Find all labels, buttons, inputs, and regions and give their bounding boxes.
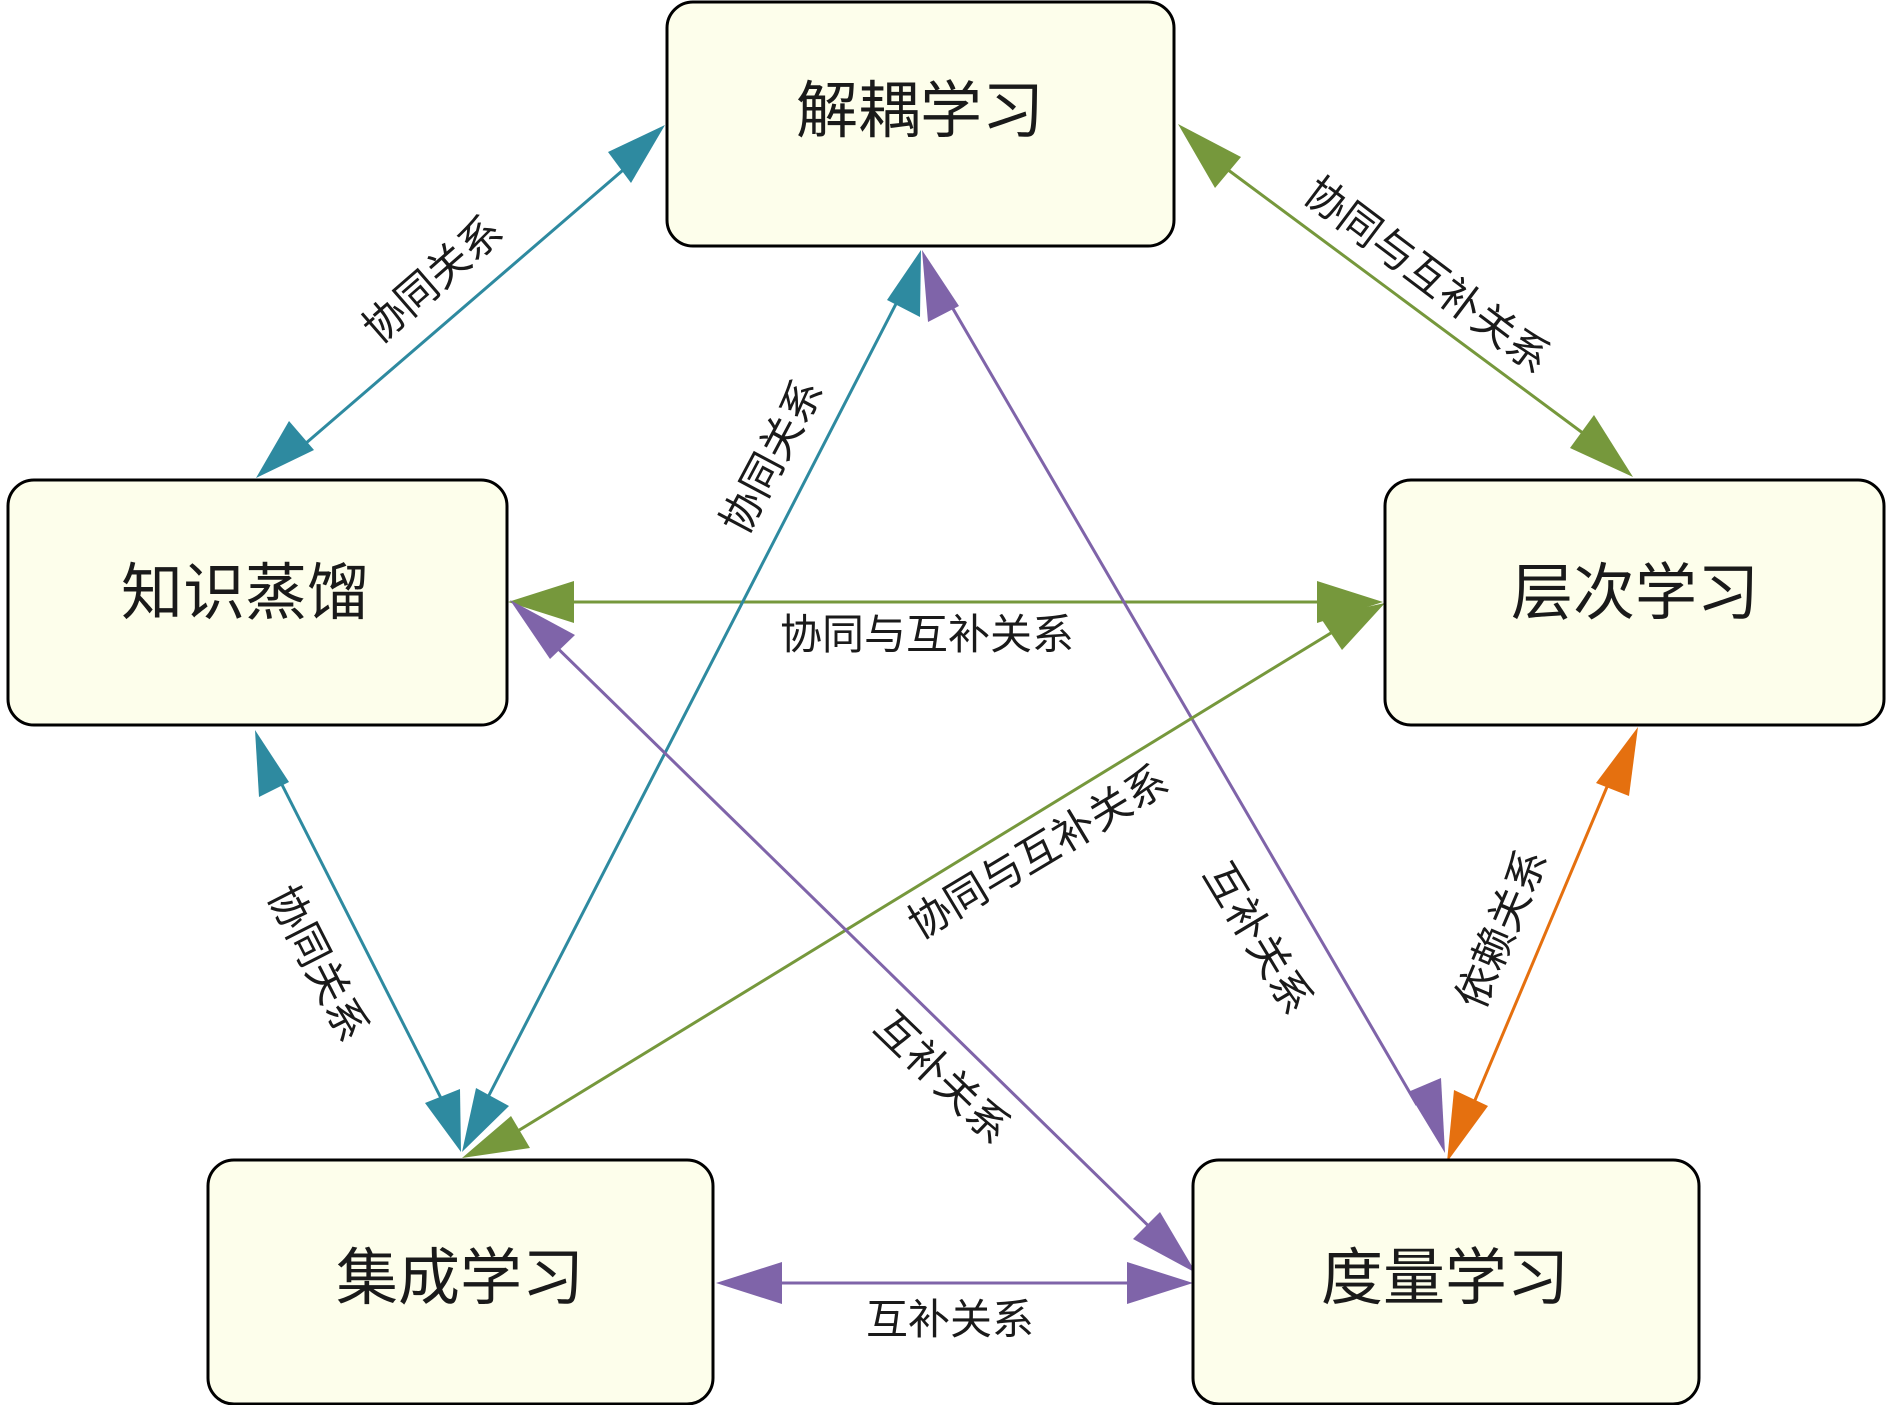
arrowhead xyxy=(508,581,574,623)
arrowhead xyxy=(608,125,665,183)
arrowhead xyxy=(1320,603,1385,650)
edge-line-distill-metric xyxy=(538,629,1170,1247)
edge-line-distill-ensemble xyxy=(270,764,449,1111)
node-knowledge-distillation: 知识蒸馏 xyxy=(6,478,509,727)
edge-label-decoupled-hierarchical: 协同与互补关系 xyxy=(1295,167,1559,383)
edge-lines xyxy=(270,153,1614,1285)
node-box xyxy=(1383,478,1886,727)
arrowheads xyxy=(255,124,1638,1304)
node-label: 集成学习 xyxy=(336,1241,584,1314)
node-label: 解耦学习 xyxy=(796,74,1044,147)
arrowhead xyxy=(1408,1078,1445,1153)
arrowhead xyxy=(256,421,314,478)
arrowhead xyxy=(1570,415,1633,477)
node-ensemble-learning: 集成学习 xyxy=(206,1158,715,1405)
arrowhead xyxy=(1596,727,1638,796)
edge-line-decoupled-hierarchical xyxy=(1207,153,1604,450)
node-label: 知识蒸馏 xyxy=(121,556,369,629)
edge-label-decoupled-metric: 互补关系 xyxy=(1194,854,1323,1023)
edge-label-ensemble-hierarchical: 协同与互补关系 xyxy=(900,755,1177,948)
arrowhead xyxy=(425,1089,461,1152)
arrowhead xyxy=(462,1116,530,1158)
edge-label-ensemble-metric: 互补关系 xyxy=(866,1295,1034,1344)
edge-line-ensemble-hierarchical xyxy=(494,615,1358,1147)
edge-label-distill-decoupled: 协同关系 xyxy=(353,206,512,353)
arrowhead xyxy=(510,600,575,659)
arrowhead xyxy=(1178,124,1241,188)
edge-line-ensemble-decoupled xyxy=(483,297,901,1104)
arrowhead xyxy=(1133,1212,1196,1273)
node-decoupled-learning: 解耦学习 xyxy=(665,0,1176,248)
node-metric-learning: 度量学习 xyxy=(1191,1158,1701,1405)
arrowhead xyxy=(922,250,959,322)
arrowhead xyxy=(1127,1262,1193,1304)
arrowhead xyxy=(1447,1090,1488,1162)
node-hierarchical-learning: 层次学习 xyxy=(1383,478,1886,727)
edge-label-distill-ensemble: 协同关系 xyxy=(258,877,378,1049)
edge-line-decoupled-metric xyxy=(943,294,1419,1106)
edge-label-ensemble-decoupled: 协同关系 xyxy=(711,371,833,542)
edge-label-hierarchical-metric: 依赖关系 xyxy=(1446,842,1557,1016)
arrowhead xyxy=(462,1088,509,1152)
edge-line-hierarchical-metric xyxy=(1468,774,1614,1113)
edge-label-distill-hierarchical: 协同与互补关系 xyxy=(780,610,1074,659)
node-label: 度量学习 xyxy=(1321,1241,1569,1314)
arrowhead xyxy=(716,1262,782,1304)
node-box xyxy=(6,478,509,727)
arrowhead xyxy=(1317,581,1383,623)
node-box xyxy=(1191,1158,1701,1405)
node-box xyxy=(206,1158,715,1405)
node-box xyxy=(665,0,1176,248)
arrowhead xyxy=(255,730,289,797)
arrowhead xyxy=(887,250,921,317)
edge-line-distill-decoupled xyxy=(297,156,638,452)
node-label: 层次学习 xyxy=(1511,556,1759,629)
